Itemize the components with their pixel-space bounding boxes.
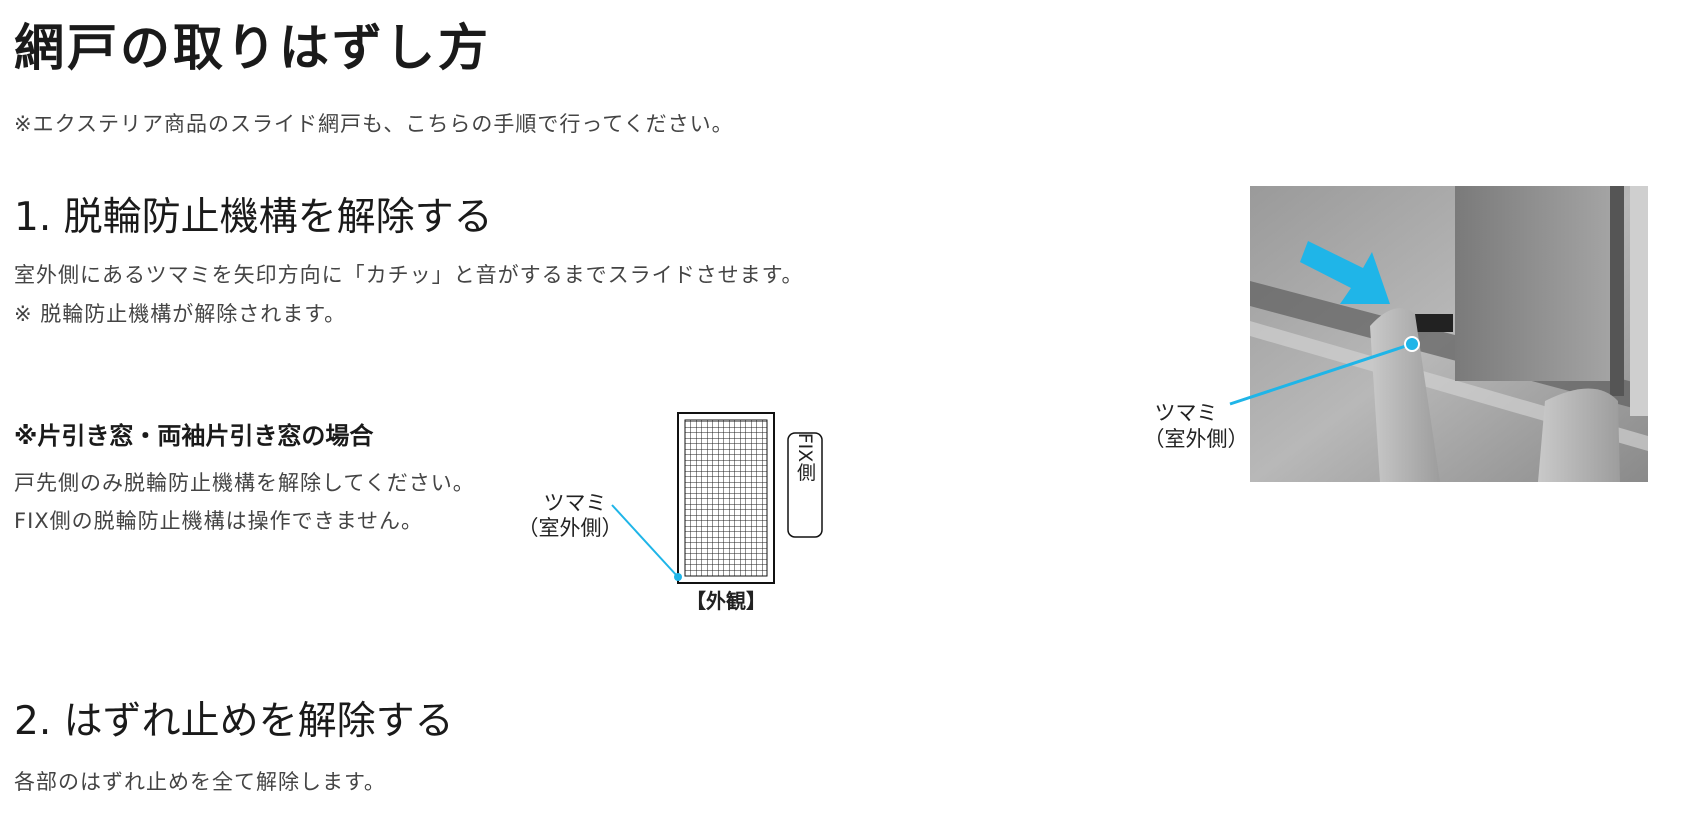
subcase-text-line1: 戸先側のみ脱輪防止機構を解除してください。	[14, 471, 475, 495]
subcase-heading: ※片引き窓・両袖片引き窓の場合	[14, 422, 374, 450]
step1-text-line1: 室外側にあるツマミを矢印方向に「カチッ」と音がするまでスライドさせます。	[14, 263, 804, 287]
screen-mesh	[684, 419, 768, 577]
step2-heading: 2. はずれ止めを解除する	[14, 699, 454, 744]
slide-direction-arrow	[1300, 241, 1390, 304]
fix-side-box	[787, 432, 823, 538]
diagram-caption: 【外観】	[686, 589, 766, 613]
window-diagram: FIX側 ツマミ （室外側） 【外観】	[520, 412, 823, 613]
step1-text-line2: ※ 脱輪防止機構が解除されます。	[14, 302, 347, 326]
step1-heading: 1. 脱輪防止機構を解除する	[14, 195, 493, 240]
knob-photo	[1250, 186, 1648, 482]
diagram-knob-dot	[674, 573, 682, 581]
photo-callout-line1: ツマミ	[1155, 401, 1218, 425]
photo-knob-dot	[1404, 336, 1420, 352]
page-title: 網戸の取りはずし方	[14, 19, 491, 77]
diagram-callout-line1: ツマミ	[544, 491, 607, 515]
subcase-text-line2: FIX側の脱輪防止機構は操作できません。	[14, 509, 424, 533]
photo-callout-line2: （室外側）	[1144, 427, 1249, 451]
photo-callout-line	[1229, 342, 1413, 406]
page-note: ※エクステリア商品のスライド網戸も、こちらの手順で行ってください。	[14, 112, 734, 136]
diagram-callout-line2: （室外側）	[520, 516, 623, 540]
diagram-callout-line	[611, 504, 679, 578]
knob-photo-figure: ツマミ （室外側）	[1144, 186, 1648, 482]
fix-side-label: FIX側	[794, 433, 816, 482]
step2-text-line1: 各部のはずれ止めを全て解除します。	[14, 770, 386, 794]
